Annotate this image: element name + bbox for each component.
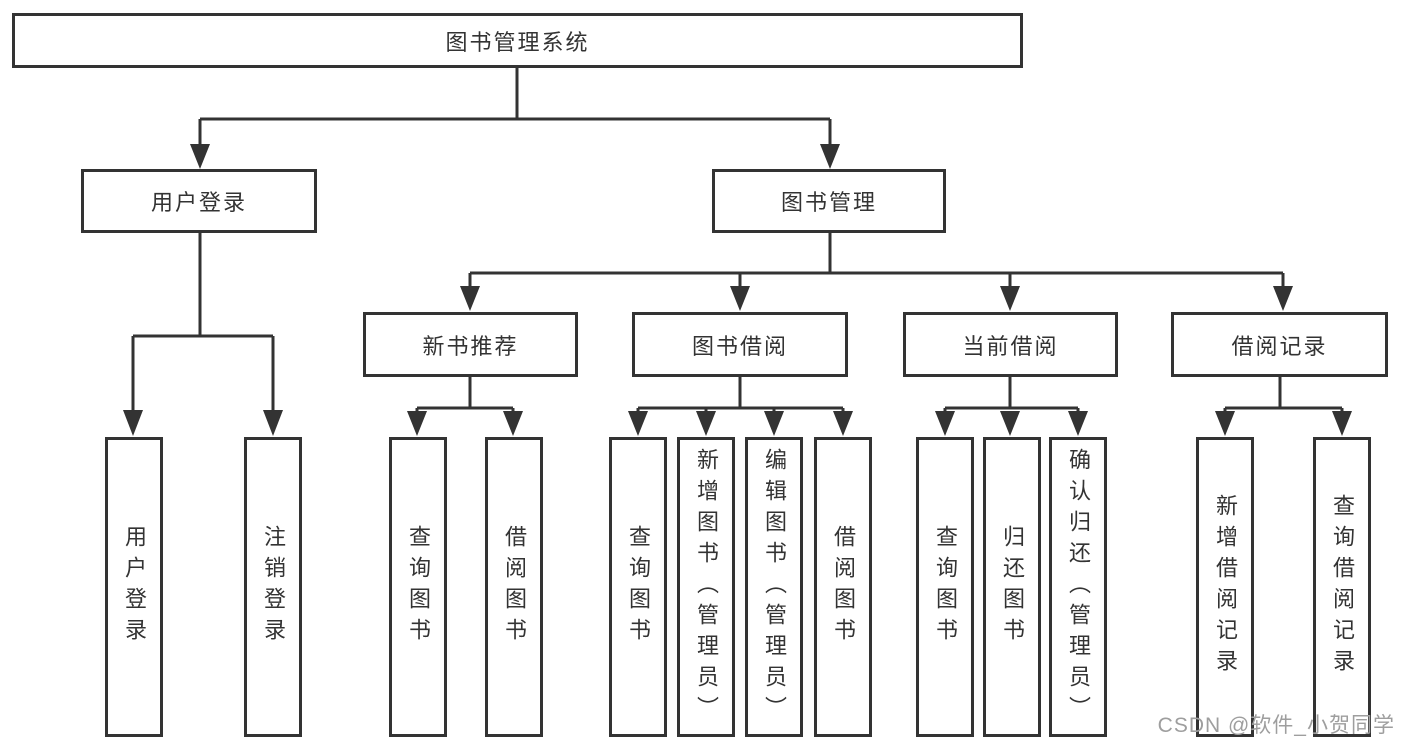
leaf-current-return-books-label: 归还图书	[1000, 525, 1025, 649]
node-book-borrowing: 图书借阅	[632, 312, 848, 377]
leaf-newbooks-borrow-books-label: 借阅图书	[502, 525, 527, 649]
node-root-system: 图书管理系统	[12, 13, 1023, 68]
node-current-borrowing-label: 当前借阅	[962, 333, 1059, 359]
node-book-management-label: 图书管理	[780, 190, 877, 215]
leaf-borrowing-query-books: 查询图书	[609, 437, 667, 737]
leaf-current-return-books: 归还图书	[983, 437, 1041, 737]
node-new-book-recommend-label: 新书推荐	[422, 333, 519, 359]
leaf-borrowing-edit-books-admin: 编辑图书（管理员）	[745, 437, 803, 737]
leaf-current-query-books: 查询图书	[916, 437, 974, 737]
node-root-label: 图书管理系统	[445, 29, 590, 55]
leaf-records-add-record: 新增借阅记录	[1196, 437, 1254, 737]
leaf-borrowing-add-books-admin: 新增图书（管理员）	[677, 437, 735, 737]
csdn-watermark: CSDN @软件_小贺同学	[1157, 714, 1395, 737]
leaf-borrowing-edit-books-admin-label: 编辑图书（管理员）	[762, 447, 787, 727]
node-current-borrowing: 当前借阅	[903, 312, 1118, 377]
leaf-records-query-record-label: 查询借阅记录	[1330, 494, 1355, 680]
node-book-borrowing-label: 图书借阅	[691, 333, 788, 359]
leaf-records-query-record: 查询借阅记录	[1313, 437, 1371, 737]
node-book-management: 图书管理	[712, 169, 946, 233]
node-borrowing-records-label: 借阅记录	[1231, 333, 1328, 359]
leaf-borrowing-borrow-books: 借阅图书	[814, 437, 872, 737]
node-user-login: 用户登录	[81, 169, 317, 233]
node-user-login-label: 用户登录	[150, 190, 247, 215]
leaf-newbooks-query-books: 查询图书	[389, 437, 447, 737]
leaf-current-confirm-return-admin: 确认归还（管理员）	[1049, 437, 1107, 737]
leaf-current-confirm-return-admin-label: 确认归还（管理员）	[1066, 447, 1091, 727]
leaf-borrowing-add-books-admin-label: 新增图书（管理员）	[694, 447, 719, 727]
leaf-newbooks-query-books-label: 查询图书	[406, 525, 431, 649]
node-new-book-recommend: 新书推荐	[363, 312, 578, 377]
leaf-user-login-label: 用户登录	[122, 525, 147, 649]
leaf-borrowing-borrow-books-label: 借阅图书	[831, 525, 856, 649]
leaf-logout-label: 注销登录	[261, 525, 286, 649]
leaf-borrowing-query-books-label: 查询图书	[626, 525, 651, 649]
leaf-records-add-record-label: 新增借阅记录	[1213, 494, 1238, 680]
leaf-current-query-books-label: 查询图书	[933, 525, 958, 649]
leaf-logout: 注销登录	[244, 437, 302, 737]
node-borrowing-records: 借阅记录	[1171, 312, 1388, 377]
leaf-user-login: 用户登录	[105, 437, 163, 737]
leaf-newbooks-borrow-books: 借阅图书	[485, 437, 543, 737]
